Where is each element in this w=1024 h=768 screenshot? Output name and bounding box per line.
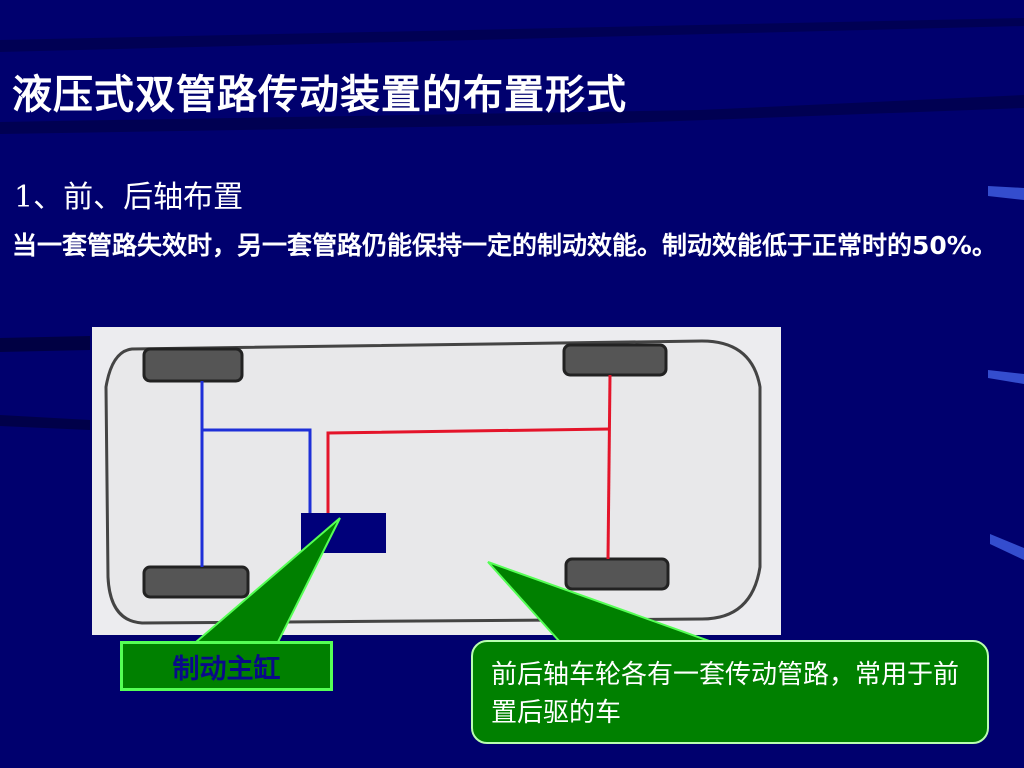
slide-title: 液压式双管路传动装置的布置形式	[12, 72, 627, 118]
wheel-front-right	[142, 565, 250, 599]
wheel-front-left	[142, 347, 244, 383]
wheel-rear-left	[562, 343, 668, 377]
wheel-rear-right	[564, 557, 670, 591]
rear-axle-brake-line	[326, 374, 612, 560]
master-cylinder	[301, 513, 386, 553]
section-heading: 1、前、后轴布置	[14, 180, 244, 215]
master-cylinder-label: 制动主缸	[120, 641, 333, 691]
brake-layout-diagram	[92, 327, 781, 635]
body-paragraph: 当一套管路失效时，另一套管路仍能保持一定的制动效能。制动效能低于正常时的50%。	[12, 231, 997, 260]
axle-layout-note: 前后轴车轮各有一套传动管路，常用于前置后驱的车	[471, 640, 989, 744]
